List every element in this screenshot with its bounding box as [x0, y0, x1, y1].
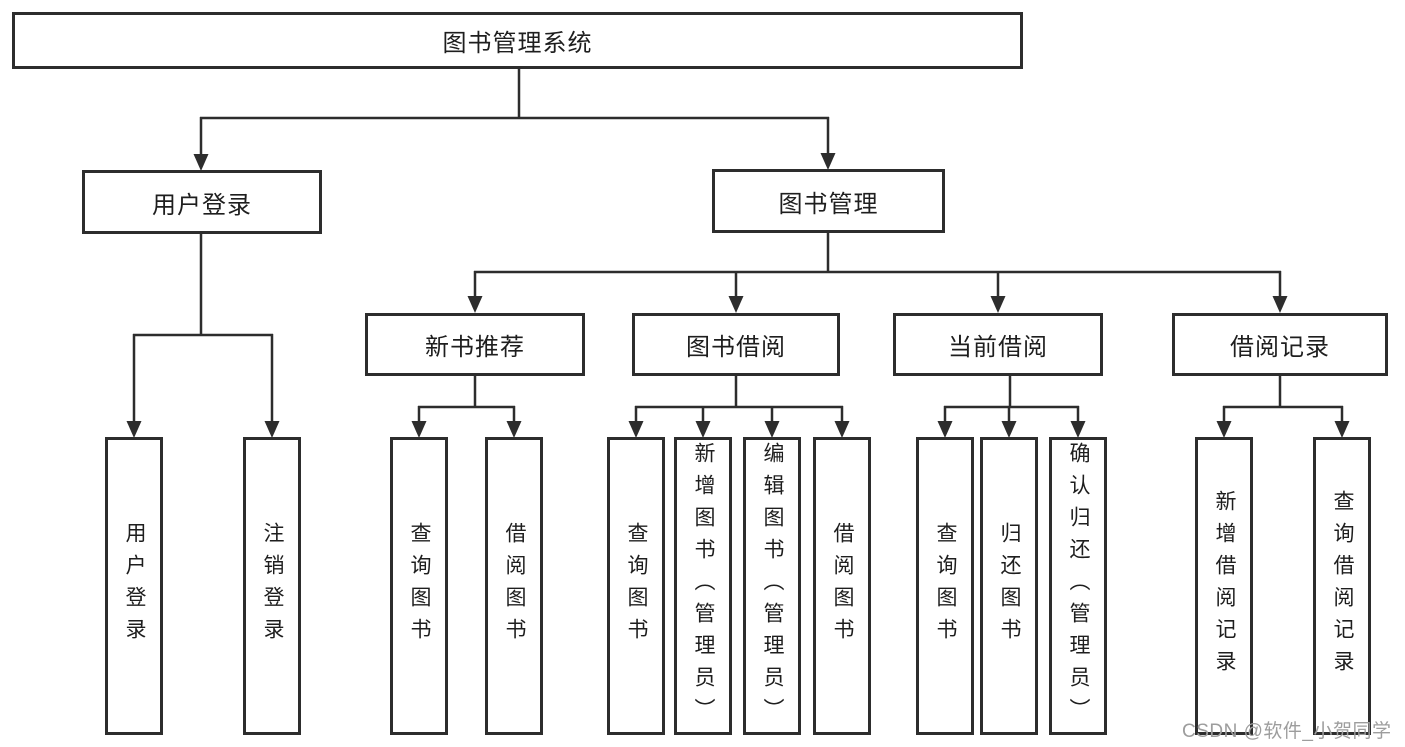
- node-user-login: 用户登录: [82, 170, 322, 234]
- leaf-add-books-admin: 新增图书（管理员）: [674, 437, 732, 735]
- leaf-query-books-current-label: 查询图书: [934, 522, 957, 650]
- node-book-management: 图书管理: [712, 169, 945, 233]
- leaf-confirm-return-admin-label: 确认归还（管理员）: [1067, 442, 1090, 730]
- leaf-add-books-admin-label: 新增图书（管理员）: [692, 442, 715, 730]
- leaf-user-login-label: 用户登录: [123, 522, 146, 650]
- leaf-logout: 注销登录: [243, 437, 301, 735]
- leaf-add-borrow-record-label: 新增借阅记录: [1213, 490, 1236, 682]
- leaf-borrow-books: 借阅图书: [813, 437, 871, 735]
- node-current-borrow: 当前借阅: [893, 313, 1103, 376]
- leaf-user-login: 用户登录: [105, 437, 163, 735]
- leaf-return-books: 归还图书: [980, 437, 1038, 735]
- leaf-query-borrow-record: 查询借阅记录: [1313, 437, 1371, 735]
- leaf-confirm-return-admin: 确认归还（管理员）: [1049, 437, 1107, 735]
- leaf-query-books-recommend-label: 查询图书: [408, 522, 431, 650]
- leaf-query-books-recommend: 查询图书: [390, 437, 448, 735]
- node-root-library-system: 图书管理系统: [12, 12, 1023, 69]
- leaf-borrow-books-recommend: 借阅图书: [485, 437, 543, 735]
- leaf-borrow-books-label: 借阅图书: [831, 522, 854, 650]
- leaf-add-borrow-record: 新增借阅记录: [1195, 437, 1253, 735]
- leaf-query-borrow-record-label: 查询借阅记录: [1331, 490, 1354, 682]
- leaf-query-books-current: 查询图书: [916, 437, 974, 735]
- leaf-edit-books-admin: 编辑图书（管理员）: [743, 437, 801, 735]
- leaf-edit-books-admin-label: 编辑图书（管理员）: [761, 442, 784, 730]
- csdn-watermark: CSDN @软件_小贺同学: [1182, 721, 1392, 742]
- node-borrow-records: 借阅记录: [1172, 313, 1388, 376]
- leaf-logout-label: 注销登录: [261, 522, 284, 650]
- leaf-query-books-borrow: 查询图书: [607, 437, 665, 735]
- leaf-return-books-label: 归还图书: [998, 522, 1021, 650]
- node-book-borrow: 图书借阅: [632, 313, 840, 376]
- leaf-borrow-books-recommend-label: 借阅图书: [503, 522, 526, 650]
- leaf-query-books-borrow-label: 查询图书: [625, 522, 648, 650]
- node-new-book-recommend: 新书推荐: [365, 313, 585, 376]
